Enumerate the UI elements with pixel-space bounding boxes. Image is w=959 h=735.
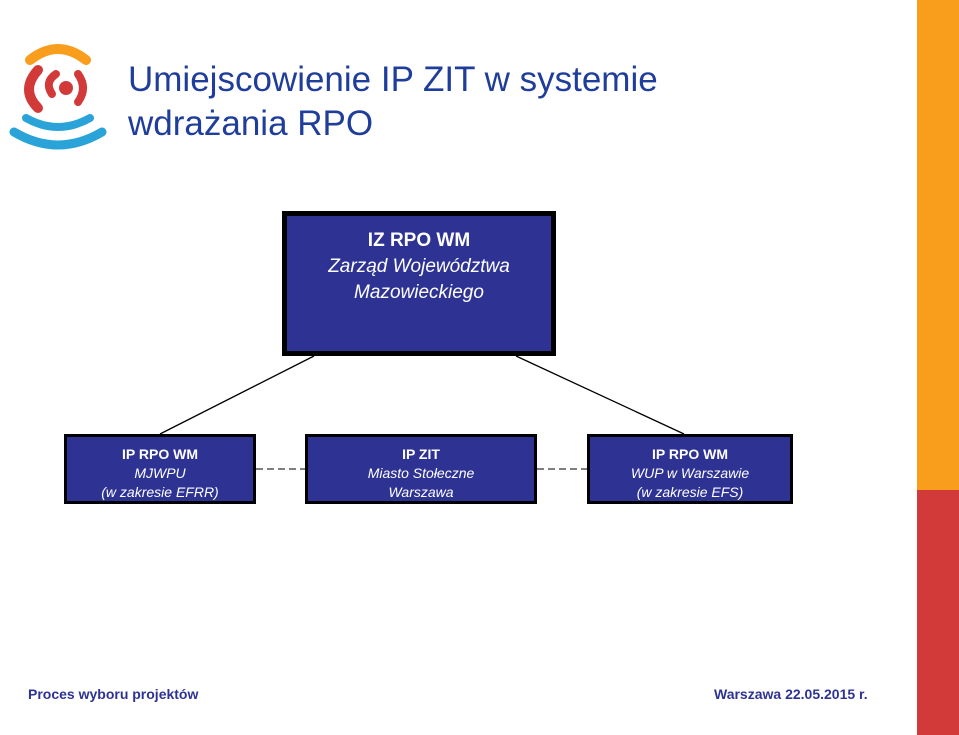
box-top-line-3: Mazowieckiego — [354, 282, 484, 303]
box-ip-rpo-wup: IP RPO WM WUP w Warszawie (w zakresie EF… — [587, 434, 793, 504]
connector-top-left — [159, 355, 315, 435]
page-title: Umiejscowienie IP ZIT w systemie wdrażan… — [128, 58, 888, 146]
box-left-line-2: MJWPU — [134, 465, 186, 481]
footer-right-text: Warszawa 22.05.2015 r. — [714, 686, 868, 702]
footer-left-text: Proces wyboru projektów — [28, 686, 199, 702]
box-left-line-3: (w zakresie EFRR) — [101, 484, 219, 500]
box-mid-line-3: Warszawa — [388, 484, 454, 500]
box-top-line-2: Zarząd Województwa — [328, 256, 510, 277]
side-bar-red — [917, 490, 959, 735]
box-right-line-3: (w zakresie EFS) — [636, 484, 744, 500]
box-mid-line-2: Miasto Stołeczne — [367, 465, 475, 481]
box-ip-zit: IP ZIT Miasto Stołeczne Warszawa — [305, 434, 537, 504]
box-left-heading: IP RPO WM — [122, 446, 198, 462]
box-iz-rpo-wm: IZ RPO WM Zarząd Województwa Mazowieckie… — [282, 211, 556, 356]
side-bar-orange — [917, 0, 959, 490]
connector-top-right — [515, 355, 685, 435]
box-top-heading: IZ RPO WM — [367, 230, 471, 251]
logo-icon — [9, 44, 107, 150]
box-ip-rpo-mjwpu: IP RPO WM MJWPU (w zakresie EFRR) — [64, 434, 256, 504]
box-mid-heading: IP ZIT — [402, 446, 440, 462]
box-right-line-2: WUP w Warszawie — [630, 465, 750, 481]
box-right-heading: IP RPO WM — [652, 446, 728, 462]
title-line-1: Umiejscowienie IP ZIT w systemie — [128, 60, 658, 99]
title-line-2: wdrażania RPO — [128, 104, 374, 143]
